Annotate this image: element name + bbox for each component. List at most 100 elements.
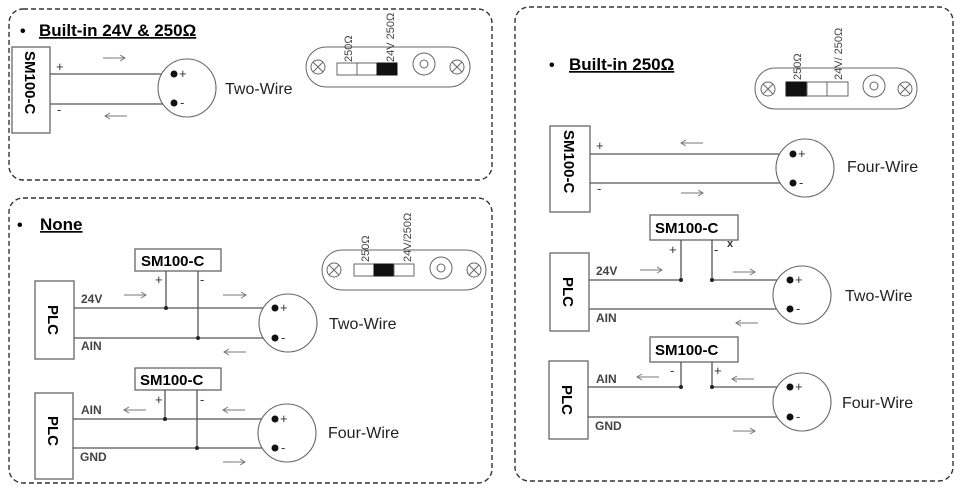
terminal-label-ain: AIN [596, 372, 617, 386]
minus-sign: - [714, 242, 718, 257]
sensor-plus: + [280, 411, 288, 426]
switch-label-250: 250Ω [792, 53, 804, 80]
terminal-label-gnd: GND [80, 450, 107, 464]
switch-slider [373, 263, 395, 277]
terminal-label-ain: AIN [81, 403, 102, 417]
switch-label-24v-250: 24V 250Ω [385, 13, 397, 62]
plus-sign: + [56, 59, 64, 74]
minus-sign: - [200, 392, 204, 407]
terminal-label-24v: 24V [596, 264, 617, 278]
sensor-minus: - [281, 440, 285, 455]
wiring-type-label: Four-Wire [328, 425, 399, 442]
wiring-type-label: Four-Wire [842, 395, 913, 412]
bullet: • [20, 23, 26, 40]
terminal-label-ain: AIN [596, 311, 617, 325]
arrow-right [681, 189, 704, 197]
builtin250-four-wire-direct: SM100-C + - + - Four-Wire [549, 125, 918, 213]
panel-border [8, 197, 493, 484]
switch-label-250: 250Ω [360, 235, 372, 262]
plc-block [34, 392, 74, 480]
plus-sign: + [155, 392, 163, 407]
sm100c-module [11, 46, 51, 134]
sensor-minus: - [799, 175, 803, 190]
sensor-minus: - [180, 95, 184, 110]
module-label: SM100-C [21, 51, 38, 115]
module-label: SM100-C [655, 220, 719, 237]
minus-sign: - [57, 102, 61, 117]
plc-block [34, 280, 75, 360]
arrow-left [223, 348, 246, 356]
plc-label: PLC [558, 385, 575, 415]
sm100c-module [134, 367, 222, 391]
sensor-plus: + [280, 300, 288, 315]
arrow-right [640, 266, 663, 274]
module-label: SM100-C [655, 342, 719, 359]
sensor-plus: + [179, 66, 187, 81]
arrow-left [104, 112, 127, 120]
plc-label: PLC [44, 416, 61, 446]
switch-label-24v-250: 24V/250Ω [402, 213, 414, 262]
sm100c-module [649, 214, 739, 241]
sensor-minus: - [281, 330, 285, 345]
wiring-type-label: Two-Wire [329, 316, 397, 333]
arrow-right [733, 427, 756, 435]
arrow-right [124, 291, 147, 299]
builtin250-four-wire-circuit: SM100-C - + PLC AIN GND + - Four-Wire [548, 336, 913, 440]
plus-sign: + [714, 363, 722, 378]
terminal-dot [170, 99, 178, 107]
panel-none: • None 250Ω 24V/250Ω SM100-C + - PLC 24V… [8, 197, 493, 484]
switch-label-24v-250: 24V/ 250Ω [833, 28, 845, 80]
module-label: SM100-C [560, 130, 577, 194]
bullet: • [17, 217, 23, 234]
bullet: • [549, 57, 555, 74]
section-title: Built-in 250Ω [569, 55, 674, 74]
terminal-label-ain: AIN [81, 339, 102, 353]
section-title: Built-in 24V & 250Ω [39, 21, 196, 40]
dip-switch: 250Ω 24V 250Ω [305, 13, 471, 88]
panel-border [8, 8, 493, 181]
plus-sign: + [596, 138, 604, 153]
panel-border [514, 6, 954, 482]
switch-label-250: 250Ω [343, 35, 355, 62]
module-label: SM100-C [141, 253, 205, 270]
arrow-right [223, 291, 247, 299]
sensor-minus: - [796, 301, 800, 316]
panel-builtin-250: • Built-in 250Ω 250Ω 24V/ 250Ω SM100-C +… [514, 6, 954, 482]
plc-block [549, 252, 590, 332]
section-title: None [40, 215, 83, 234]
none-four-wire-circuit: SM100-C + - PLC AIN GND + - Four-Wire [34, 367, 399, 480]
wiring-type-label: Four-Wire [847, 159, 918, 176]
arrow-left [731, 375, 754, 383]
arrow-right [223, 458, 246, 466]
wiring-type-label: Two-Wire [225, 81, 293, 98]
sensor-minus: - [796, 409, 800, 424]
minus-sign: - [597, 181, 601, 196]
none-two-wire-circuit: SM100-C + - PLC 24V AIN + - Two-Wire [34, 248, 397, 360]
arrow-right [103, 54, 126, 62]
sensor-plus: + [795, 379, 803, 394]
minus-sign: - [670, 363, 674, 378]
plc-label: PLC [44, 305, 61, 335]
arrow-right [733, 268, 756, 276]
terminal-label-24v: 24V [81, 292, 102, 306]
arrow-left [222, 406, 245, 414]
sm100c-module [649, 336, 739, 363]
module-label: SM100-C [140, 372, 204, 389]
sensor-plus: + [798, 146, 806, 161]
sm100c-module [549, 125, 591, 213]
plus-sign: + [155, 272, 163, 287]
dip-switch: 250Ω 24V/250Ω [321, 213, 487, 291]
plc-block [548, 360, 589, 440]
switch-slider [376, 62, 398, 76]
panel-builtin-24v-250: • Built-in 24V & 250Ω SM100-C + - + - Tw… [8, 8, 493, 181]
sensor [258, 293, 318, 353]
terminal-label-gnd: GND [595, 419, 622, 433]
arrow-left [123, 406, 146, 414]
dip-switch: 250Ω 24V/ 250Ω [754, 28, 918, 110]
builtin250-two-wire-circuit: SM100-C + - x PLC 24V AIN + - Two-Wire [549, 214, 913, 332]
arrow-left [735, 319, 758, 327]
arrow-left [636, 373, 659, 381]
switch-slider [785, 81, 808, 97]
wiring-type-label: Two-Wire [845, 288, 913, 305]
